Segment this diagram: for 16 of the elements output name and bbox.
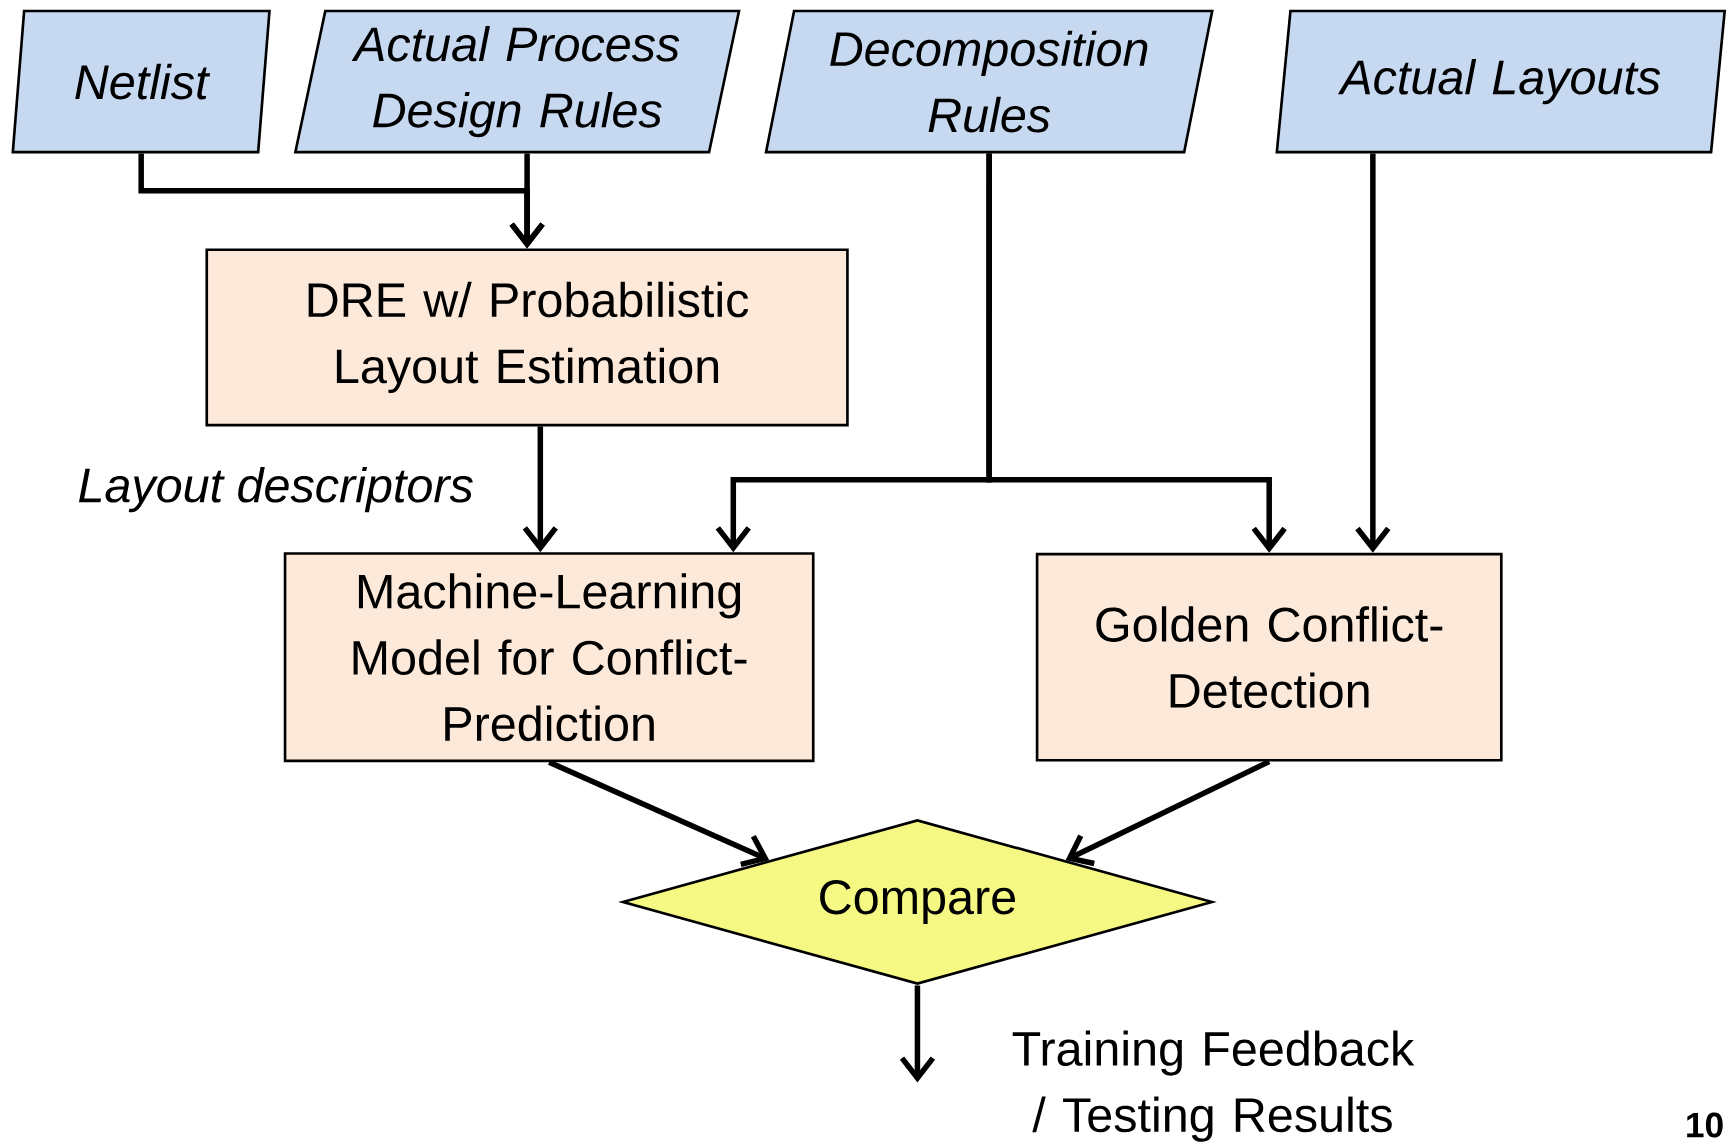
process-box: DRE w/ Probabilistic Layout Estimation bbox=[205, 248, 849, 427]
page-number: 10 bbox=[1687, 1112, 1723, 1138]
arrow bbox=[899, 985, 936, 1083]
arrow bbox=[986, 153, 1287, 553]
input-parallelogram: Decomposition Rules bbox=[764, 9, 1214, 154]
output-label: Training Feedback / Testing Results bbox=[1012, 1030, 1415, 1142]
arrow bbox=[548, 759, 770, 867]
arrow bbox=[1355, 153, 1391, 553]
arrow bbox=[509, 153, 545, 249]
edge-label: Layout descriptors bbox=[78, 466, 473, 512]
process-box: Machine-Learning Model for Conflict-Prediction bbox=[283, 552, 815, 762]
input-parallelogram: Actual Layouts bbox=[1275, 9, 1727, 154]
input-parallelogram: Netlist bbox=[11, 9, 271, 154]
arrow bbox=[1065, 758, 1271, 867]
process-box: Golden Conflict-Detection bbox=[1035, 552, 1503, 762]
arrow bbox=[522, 426, 558, 553]
